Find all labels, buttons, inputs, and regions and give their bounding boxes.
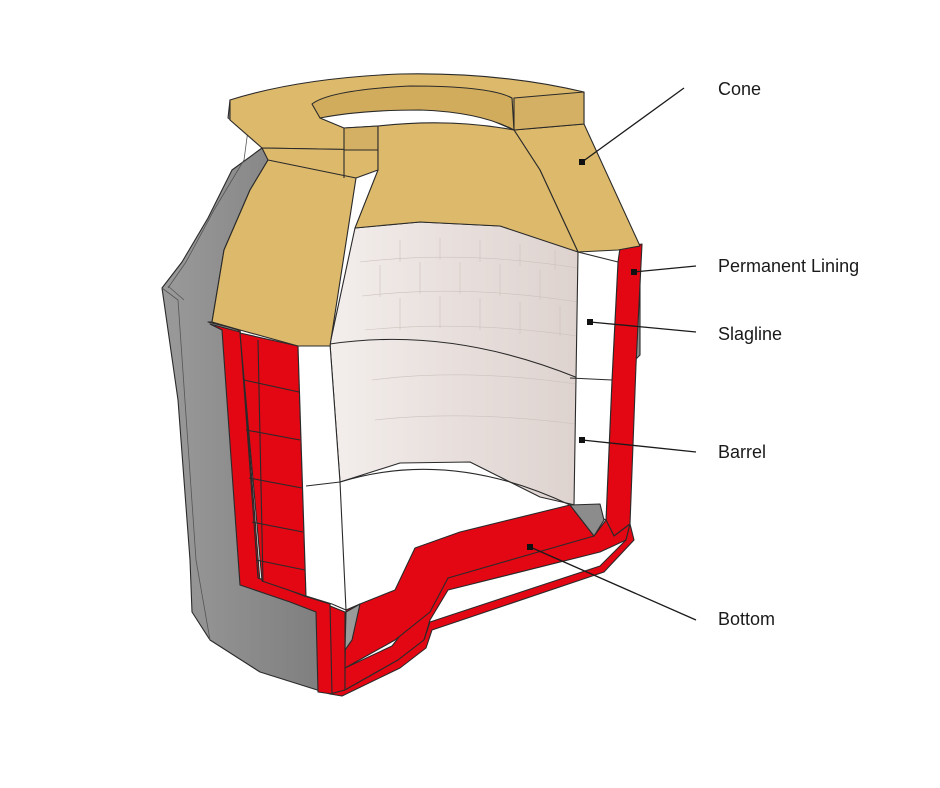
bottom-marker [527, 544, 533, 550]
interior-surface [329, 221, 581, 506]
slagline-marker [587, 319, 593, 325]
cone-marker [579, 159, 585, 165]
cone-label: Cone [718, 79, 761, 99]
permanent-lining-marker [631, 269, 637, 275]
permanent-lining-label: Permanent Lining [718, 256, 859, 276]
barrel-marker [579, 437, 585, 443]
brick-courses [243, 339, 306, 583]
bottom-leader [529, 546, 697, 621]
slagline-leader [589, 321, 697, 333]
cone [211, 73, 641, 347]
brick-pattern [359, 238, 579, 425]
working-lining [297, 251, 619, 611]
callouts [527, 87, 697, 621]
bottom-lining [344, 503, 605, 669]
permanent-lining [207, 243, 643, 697]
slagline-label: Slagline [718, 324, 782, 344]
barrel-leader [581, 439, 697, 453]
barrel-label: Barrel [718, 442, 766, 462]
labels: Cone Permanent Lining Slagline Barrel Bo… [718, 79, 859, 629]
permanent-lining-leader [633, 265, 697, 273]
bottom-label: Bottom [718, 609, 775, 629]
cone-leader [581, 87, 685, 163]
